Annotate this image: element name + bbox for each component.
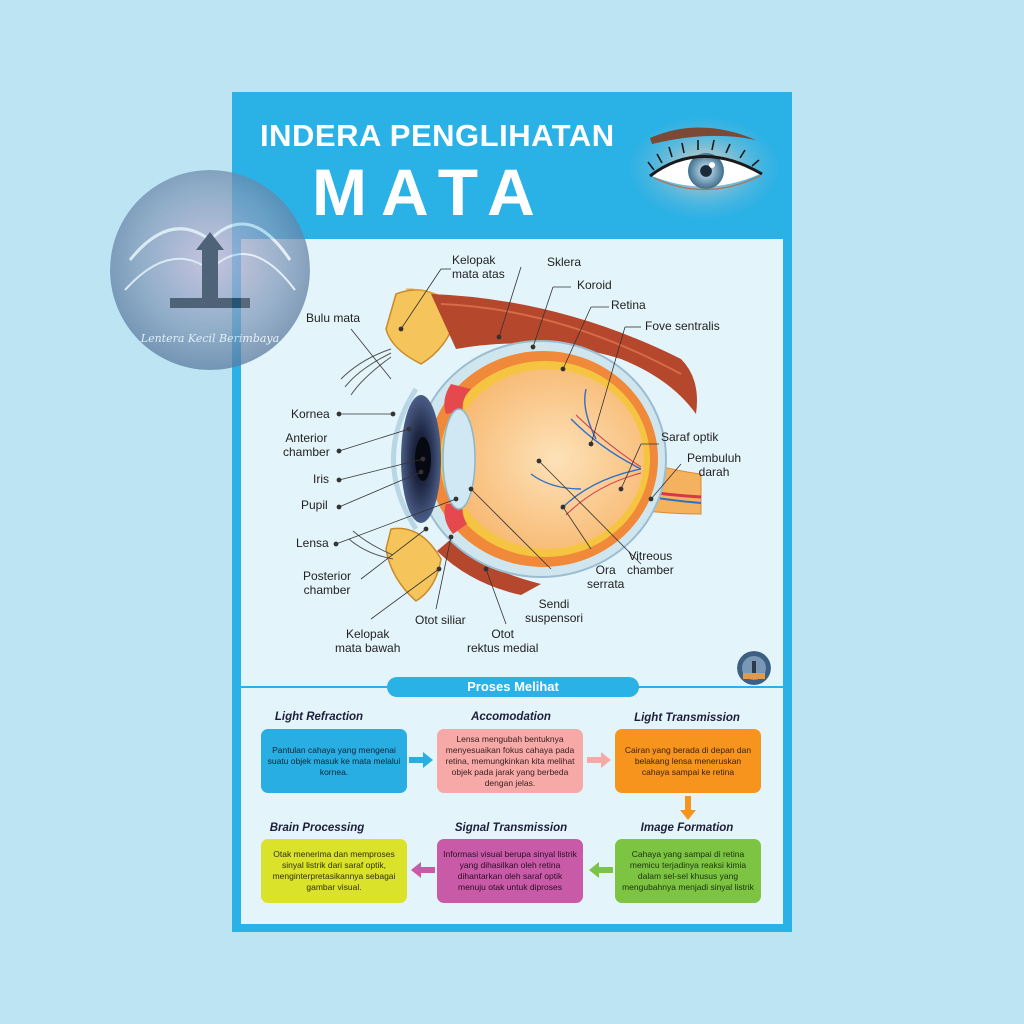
label-ora-serrata: Ora serrata xyxy=(587,563,625,591)
label-kornea: Kornea xyxy=(291,407,330,421)
label-koroid: Koroid xyxy=(577,278,612,292)
label-kelopak-atas: Kelopak mata atas xyxy=(452,253,505,281)
label-iris: Iris xyxy=(313,472,329,486)
label-anterior-chamber: Anterior chamber xyxy=(283,431,330,459)
label-retina: Retina xyxy=(611,298,646,312)
label-saraf-optik: Saraf optik xyxy=(661,430,719,444)
step-title-light-transmission: Light Transmission xyxy=(634,712,740,724)
step-title-signal-transmission: Signal Transmission xyxy=(454,822,568,834)
step-title-image-formation: Image Formation xyxy=(640,822,734,834)
label-otot-siliar: Otot siliar xyxy=(415,613,466,627)
label-pembuluh-darah: Pembuluh darah xyxy=(687,451,742,479)
poster: INDERA PENGLIHATAN MATA xyxy=(232,92,792,932)
step-box-image-formation: Cahaya yang sampai di retina memicu terj… xyxy=(615,839,761,903)
arrow-left-1 xyxy=(589,862,613,878)
label-lensa: Lensa xyxy=(296,536,329,550)
eye-anatomy-diagram xyxy=(333,266,702,625)
label-sendi-suspensori: Sendi suspensori xyxy=(525,597,584,625)
process-header: Proses Melihat xyxy=(387,677,639,697)
step-box-brain-processing: Otak menerima dan memproses sinyal listr… xyxy=(261,839,407,903)
arrow-right-1 xyxy=(409,752,433,768)
step-box-accomodation: Lensa mengubah bentuknya menyesuaikan fo… xyxy=(437,729,583,793)
content-panel: Kelopak mata atas Sklera Koroid Retina F… xyxy=(241,239,783,924)
step-title-accomodation: Accomodation xyxy=(471,711,551,723)
logo-seal-small xyxy=(737,651,771,685)
step-title-brain-processing: Brain Processing xyxy=(269,822,365,834)
step-box-light-transmission: Cairan yang berada di depan dan belakang… xyxy=(615,729,761,793)
label-pupil: Pupil xyxy=(301,498,328,512)
label-posterior-chamber: Posterior chamber xyxy=(303,569,352,597)
title-line-2: MATA xyxy=(312,155,549,229)
label-otot-rektus-medial: Otot rektus medial xyxy=(467,627,539,655)
step-title-light-refraction: Light Refraction xyxy=(274,711,364,723)
label-bulu-mata: Bulu mata xyxy=(306,311,361,325)
arrow-left-2 xyxy=(411,862,435,878)
label-kelopak-bawah: Kelopak mata bawah xyxy=(335,627,401,655)
arrow-down xyxy=(680,796,696,820)
watermark-text: Lentera Kecil Berimbaya xyxy=(140,332,279,345)
label-fove-sentralis: Fove sentralis xyxy=(645,319,720,333)
arrow-right-2 xyxy=(587,752,611,768)
label-vitreous-chamber: Vitreous chamber xyxy=(627,549,674,577)
label-sklera: Sklera xyxy=(547,255,582,269)
watermark-seal: Lentera Kecil Berimbaya xyxy=(110,170,310,370)
eye-photo xyxy=(630,118,778,218)
step-box-signal-transmission: Informasi visual berupa sinyal listrik y… xyxy=(437,839,583,903)
step-box-light-refraction: Pantulan cahaya yang mengenai suatu obje… xyxy=(261,729,407,793)
title-line-1: INDERA PENGLIHATAN xyxy=(260,118,615,153)
